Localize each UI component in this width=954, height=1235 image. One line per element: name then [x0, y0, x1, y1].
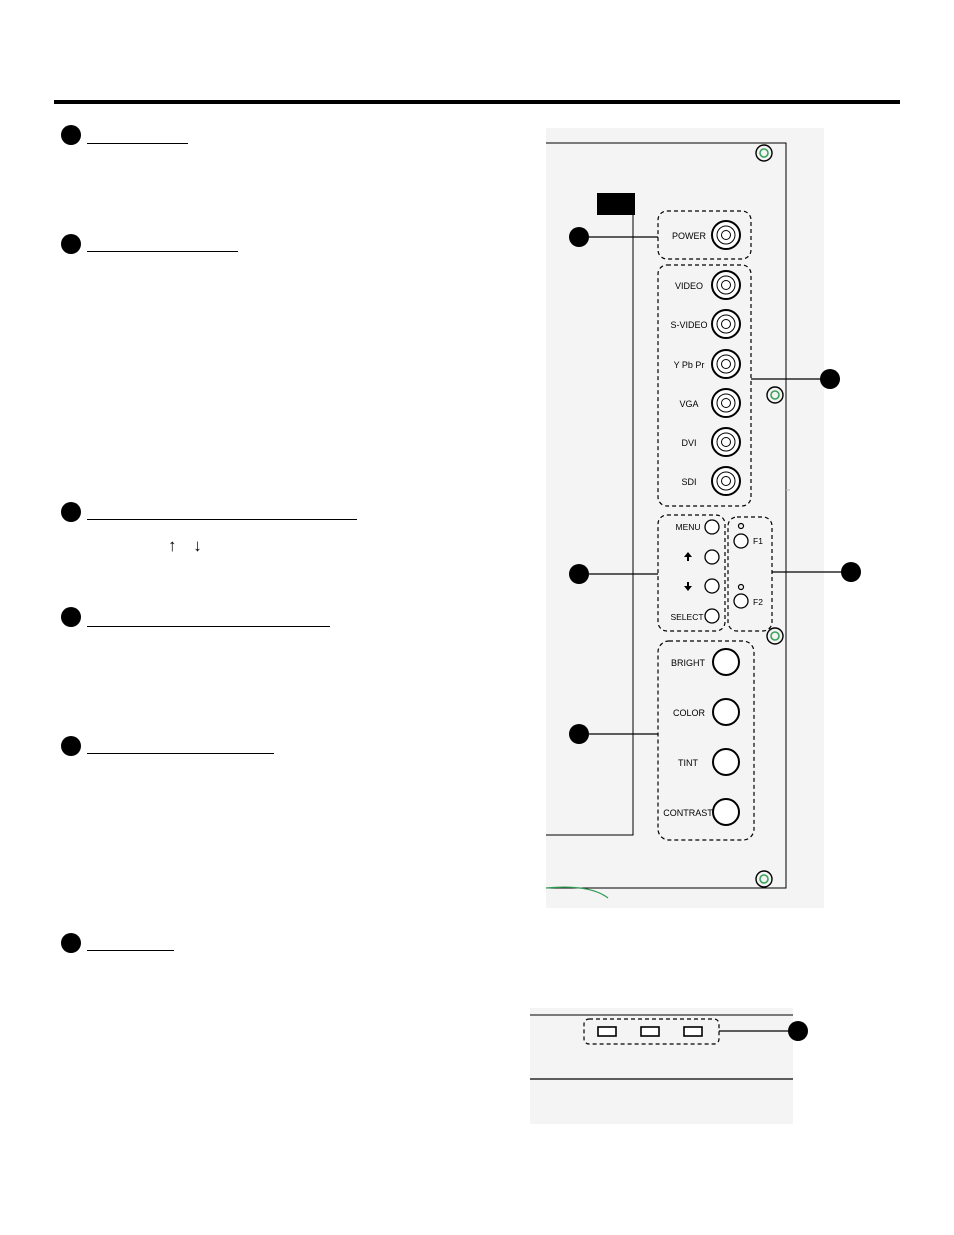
section-heading-underline	[87, 519, 357, 520]
callout-marker-menu	[569, 564, 589, 584]
tint-label: TINT	[678, 758, 698, 768]
bottom-panel-background	[530, 1008, 793, 1124]
menu-label: MENU	[675, 522, 700, 532]
section-heading-underline	[87, 753, 274, 754]
up-button[interactable]	[704, 549, 720, 565]
section-bullet-icon	[61, 502, 81, 522]
f1-indicator-led	[737, 522, 745, 530]
up-down-arrows-text: ↑ ↓	[168, 536, 208, 555]
menu-button[interactable]	[704, 519, 720, 535]
contrast-knob[interactable]	[712, 798, 740, 826]
callout-marker-adjust	[569, 724, 589, 744]
screw-icon	[766, 627, 784, 645]
green-edge-curve	[545, 886, 609, 899]
power-button[interactable]	[711, 220, 741, 250]
f2-label: F2	[753, 597, 763, 607]
f2-indicator-led	[737, 583, 745, 591]
bright-knob[interactable]	[712, 648, 740, 676]
input-label-sdi: SDI	[681, 477, 696, 487]
callout-marker-power	[569, 227, 589, 247]
screw-icon	[755, 144, 773, 162]
video-input-button[interactable]	[711, 270, 741, 300]
f1-button[interactable]	[733, 533, 749, 549]
panel-outline	[546, 142, 787, 889]
f2-button[interactable]	[733, 593, 749, 609]
adjust-group-box	[657, 640, 755, 841]
section-bullet-icon	[61, 607, 81, 627]
tint-knob[interactable]	[712, 748, 740, 776]
panel-black-tab	[597, 193, 635, 215]
status-led	[597, 1026, 617, 1037]
input-label-ypbpr: Y Pb Pr	[674, 360, 705, 370]
callout-marker-function	[841, 562, 861, 582]
power-label: POWER	[672, 231, 707, 241]
s-video-input-button[interactable]	[711, 309, 741, 339]
section-heading-underline	[87, 251, 238, 252]
down-button[interactable]	[704, 578, 720, 594]
color-label: COLOR	[673, 708, 706, 718]
section-bullet-icon	[61, 736, 81, 756]
section-heading-underline	[87, 950, 174, 951]
input-label-dvi: DVI	[681, 438, 696, 448]
vga-input-button[interactable]	[711, 388, 741, 418]
select-label: SELECT	[670, 612, 703, 622]
arrow-down-icon	[684, 582, 692, 591]
status-led	[683, 1026, 703, 1037]
ypbpr-input-button[interactable]	[711, 349, 741, 379]
menu-group-box	[657, 514, 726, 632]
function-group-box	[727, 516, 773, 632]
panel-background	[546, 128, 824, 908]
dvi-input-button[interactable]	[711, 427, 741, 457]
callout-marker-leds	[788, 1021, 808, 1041]
section-bullet-icon	[61, 933, 81, 953]
contrast-label: CONTRAST	[663, 808, 713, 818]
status-led	[640, 1026, 660, 1037]
input-label-vga: VGA	[679, 399, 698, 409]
input-label-s-video: S-VIDEO	[670, 320, 707, 330]
section-heading-underline	[87, 626, 330, 627]
input-group-box	[657, 264, 752, 507]
header-rule	[54, 100, 900, 104]
section-bullet-icon	[61, 125, 81, 145]
color-knob[interactable]	[712, 698, 740, 726]
power-group-box	[657, 210, 752, 260]
section-bullet-icon	[61, 234, 81, 254]
callout-marker-inputs	[820, 369, 840, 389]
section-heading-underline	[87, 143, 188, 144]
arrow-up-icon	[684, 552, 692, 561]
sdi-input-button[interactable]	[711, 466, 741, 496]
screw-icon	[766, 386, 784, 404]
select-button[interactable]	[704, 608, 720, 624]
f1-label: F1	[753, 536, 763, 546]
bright-label: BRIGHT	[671, 658, 706, 668]
panel-inner-outline	[546, 214, 634, 836]
input-label-video: VIDEO	[675, 281, 703, 291]
screw-icon	[755, 870, 773, 888]
